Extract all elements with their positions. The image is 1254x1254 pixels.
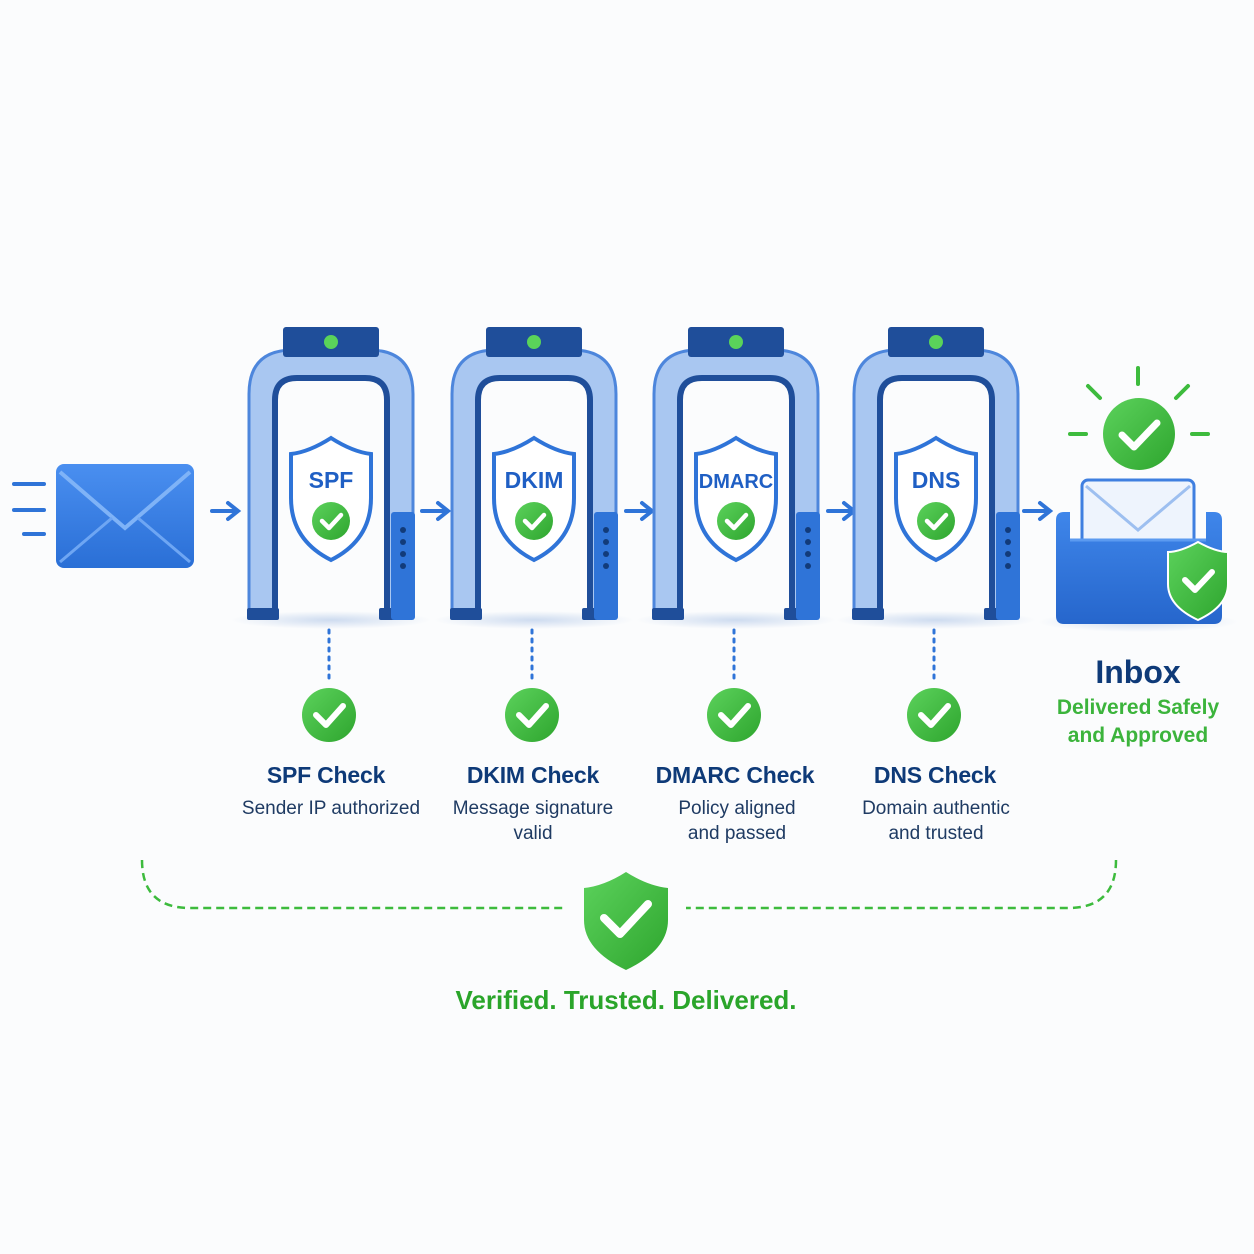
gate-desc-line: Policy aligned [678,798,796,819]
status-light-icon [729,335,743,349]
status-light-icon [324,335,338,349]
gate-shield-icon: SPF [289,435,373,563]
gate-badge-label: SPF [309,467,354,493]
arrow-right-icon [826,501,858,521]
inbox-subtitle: Delivered Safely and Approved [1026,694,1250,750]
arrow-right-icon [420,501,452,521]
checkmark-circle-icon [917,502,955,540]
gate-desc-line: valid [513,823,553,844]
gate-desc-dkim: Message signature valid [423,796,643,846]
checkmark-circle-icon [515,502,553,540]
checkmark-circle-icon [312,502,350,540]
inbox-checkmark-icon [1103,398,1175,470]
gate-title-dns: DNS Check [873,762,997,788]
gate-badge-label: DMARC [699,471,773,493]
status-light-icon [527,335,541,349]
gate-shield-icon: DNS [894,435,978,563]
gate-desc-line: and trusted [888,823,984,844]
gate-shield-icon: DKIM [492,435,576,563]
footer-tagline: Verified. Trusted. Delivered. [455,985,797,1015]
inbox-shield-icon [1167,540,1229,622]
inbox-title: Inbox [1095,654,1181,690]
inbox-subtitle-line: Delivered Safely [1056,696,1220,719]
footer-bracket [140,859,1118,910]
gate-desc-line: and passed [687,823,787,844]
inbox-subtitle-line: and Approved [1067,724,1209,747]
gate-title-dkim: DKIM Check [466,762,600,788]
gate-desc-dmarc: Policy aligned and passed [627,796,847,846]
gate-desc-dns: Domain authentic and trusted [826,796,1046,846]
arrow-right-icon [624,501,656,521]
arrow-right-icon [1022,501,1054,521]
gate-badge-label: DKIM [505,467,564,493]
gate-desc-line: Message signature [452,798,614,819]
result-checkmark-icon [302,688,356,742]
security-gate-dns: DNS [836,327,1036,742]
security-gate-spf: SPF [231,327,431,742]
gate-title-dmarc: DMARC Check [655,762,815,788]
footer-shield-icon [584,872,668,970]
sender-envelope-icon [12,464,194,568]
arrow-right-icon [210,501,242,521]
checkmark-circle-icon [717,502,755,540]
result-checkmark-icon [907,688,961,742]
gate-desc-line: Sender IP authorized [241,798,421,819]
gate-badge-label: DNS [912,467,961,493]
gate-desc-spf: Sender IP authorized [221,796,441,821]
gate-shield-icon: DMARC [694,435,778,563]
security-gate-dmarc: DMARC [636,327,836,742]
gate-desc-line: Domain authentic [862,798,1010,819]
gate-title-spf: SPF Check [266,762,386,788]
result-checkmark-icon [505,688,559,742]
status-light-icon [929,335,943,349]
glow-rays [1068,366,1210,436]
flow-arrows [210,501,1054,521]
gates-layer: SPF DKIM DMARC DNS [231,327,1036,742]
security-gate-dkim: DKIM [434,327,634,742]
result-checkmark-icon [707,688,761,742]
inbox-tray-icon [1038,366,1238,632]
